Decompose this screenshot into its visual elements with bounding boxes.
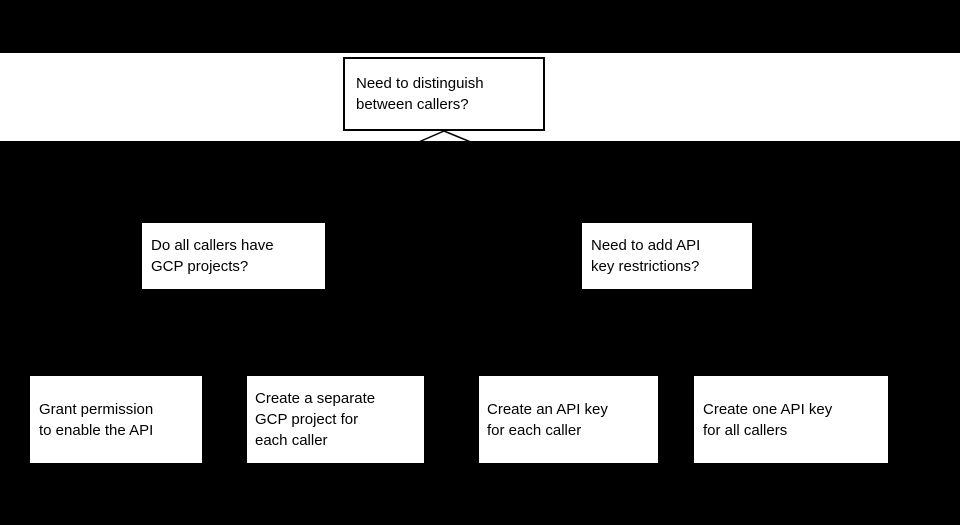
connector-gcp-to-grant xyxy=(115,288,234,377)
connector-apikey-to-keyeach xyxy=(567,288,668,377)
outcome-node-api-key-each-caller-label: Create an API key for each caller xyxy=(487,400,608,439)
decision-node-api-key-restrictions: Need to add API key restrictions? xyxy=(582,223,752,289)
decision-node-gcp-projects: Do all callers have GCP projects? xyxy=(142,223,325,289)
outcome-node-api-key-each-caller: Create an API key for each caller xyxy=(479,376,658,463)
decision-node-gcp-projects-label: Do all callers have GCP projects? xyxy=(151,237,274,275)
connector-root-to-apikey-branch xyxy=(443,130,668,224)
decision-node-api-key-restrictions-label: Need to add API key restrictions? xyxy=(591,237,701,275)
decision-node-distinguish-callers: Need to distinguish between callers? xyxy=(343,57,545,131)
outcome-node-grant-permission-label: Grant permission to enable the API xyxy=(39,400,154,439)
connector-gcp-to-project xyxy=(232,288,336,377)
outcome-node-separate-gcp-project-label: Create a separate GCP project for each c… xyxy=(255,390,376,449)
outcome-node-grant-permission: Grant permission to enable the API xyxy=(30,376,202,463)
connector-root-to-gcp-branch xyxy=(232,130,445,224)
outcome-node-one-api-key-all-callers: Create one API key for all callers xyxy=(694,376,888,463)
connector-apikey-to-keyall xyxy=(666,288,792,377)
decision-node-distinguish-callers-label: Need to distinguish between callers? xyxy=(356,75,484,113)
outcome-node-one-api-key-all-callers-label: Create one API key for all callers xyxy=(703,400,833,439)
outcome-node-separate-gcp-project: Create a separate GCP project for each c… xyxy=(247,376,424,463)
